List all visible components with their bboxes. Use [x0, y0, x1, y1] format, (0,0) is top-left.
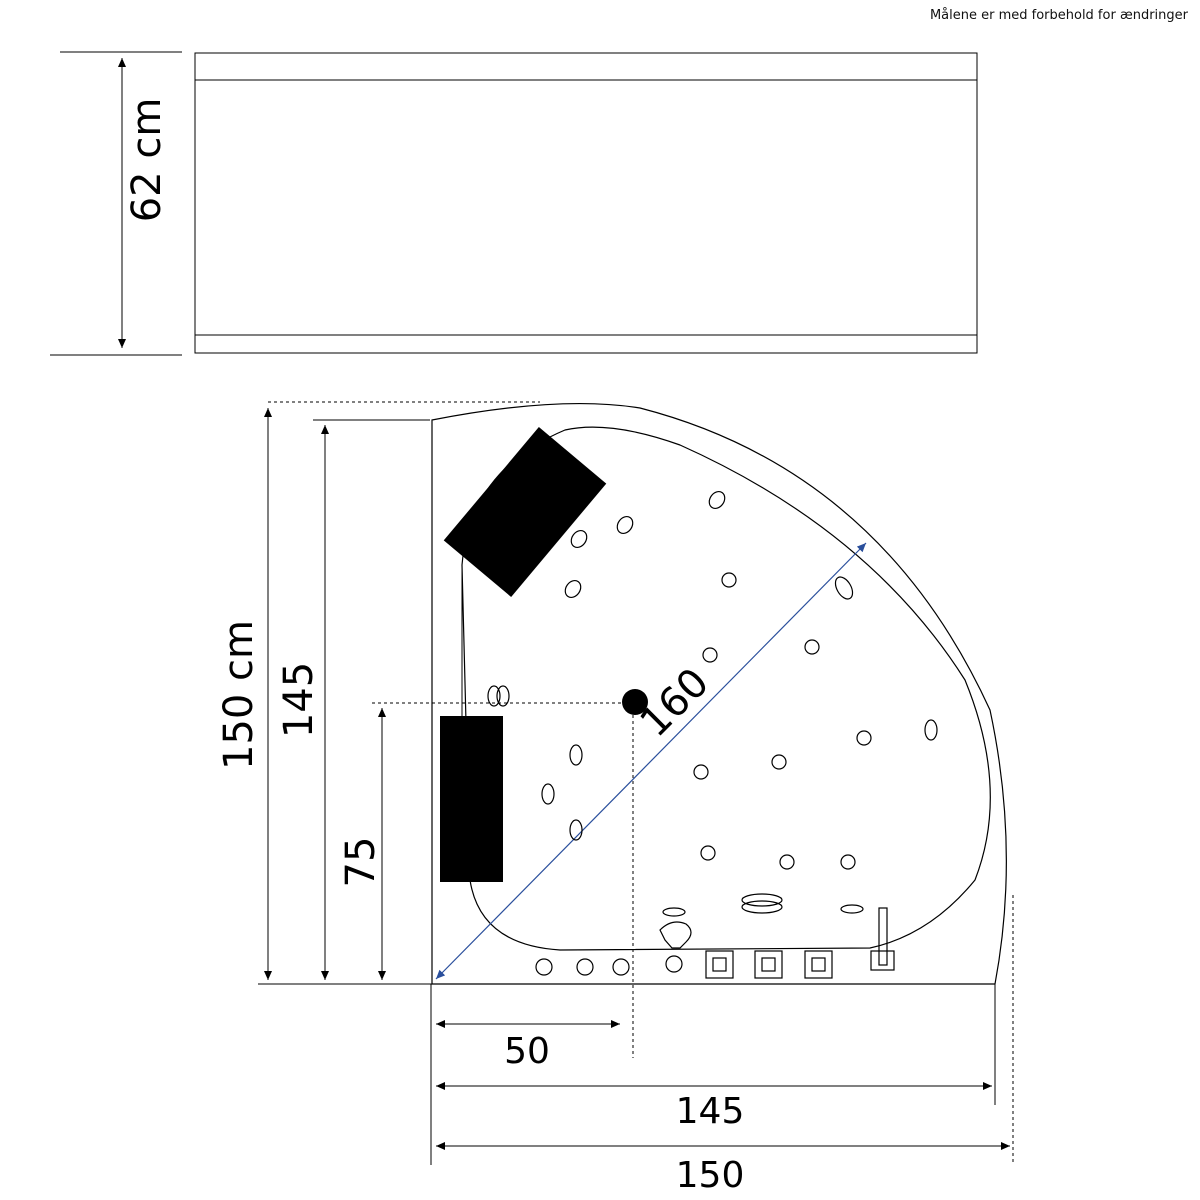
jet: [569, 744, 583, 766]
top-view: 150 cm 145 75 50 145 150 160: [216, 401, 1014, 1196]
overflow-knob: [496, 685, 510, 707]
jet: [721, 572, 737, 588]
hand-shower-handle: [878, 907, 888, 966]
disclaimer-note: Målene er med forbehold for ændringer: [929, 8, 1188, 23]
control-knob: [535, 958, 553, 976]
faucet-spout: [659, 921, 692, 949]
jet: [779, 854, 795, 870]
front-view: 62 cm: [50, 51, 978, 356]
jet: [702, 647, 718, 663]
tub-outer-shell: [431, 402, 1007, 985]
control-button: [804, 950, 833, 979]
jet: [856, 730, 872, 746]
dim-145-vertical-label: 145: [276, 662, 322, 738]
jet: [570, 530, 588, 548]
jets: [487, 491, 938, 917]
jet: [616, 516, 634, 534]
jet: [708, 491, 726, 509]
control-panel: [535, 893, 895, 979]
control-button-inner: [811, 957, 826, 972]
control-button: [754, 950, 783, 979]
jet: [840, 854, 856, 870]
control-button-inner: [761, 957, 776, 972]
dim-145-horizontal-label: 145: [676, 1091, 745, 1132]
pillow-disc: [741, 900, 783, 914]
headrest-side: [440, 716, 503, 882]
front-height-label: 62 cm: [124, 98, 170, 223]
control-knob: [576, 958, 594, 976]
jet: [834, 576, 854, 600]
headrest-top: [443, 427, 607, 597]
jet: [771, 754, 787, 770]
jet: [662, 907, 686, 917]
faucet-base: [665, 955, 683, 973]
dim-160-diagonal-label: 160: [632, 660, 719, 747]
jet: [541, 783, 555, 805]
hand-shower-holder: [870, 950, 895, 971]
front-panel-outline: [194, 52, 978, 354]
dim-75-vertical-label: 75: [338, 837, 384, 888]
dim-150-vertical-label: 150 cm: [216, 620, 262, 770]
dim-150-horizontal-label: 150: [676, 1155, 745, 1196]
jet: [693, 764, 709, 780]
control-knob: [612, 958, 630, 976]
jet: [569, 819, 583, 841]
control-button: [705, 950, 734, 979]
jet: [924, 719, 938, 741]
jet: [700, 845, 716, 861]
control-button-inner: [712, 957, 727, 972]
jet: [564, 580, 582, 598]
jet: [840, 904, 864, 914]
pillow-disc: [741, 893, 783, 907]
dim-160-diagonal: [435, 542, 867, 980]
dim-50-horizontal-label: 50: [504, 1031, 550, 1072]
overflow-knob: [487, 685, 501, 707]
jet: [804, 639, 820, 655]
